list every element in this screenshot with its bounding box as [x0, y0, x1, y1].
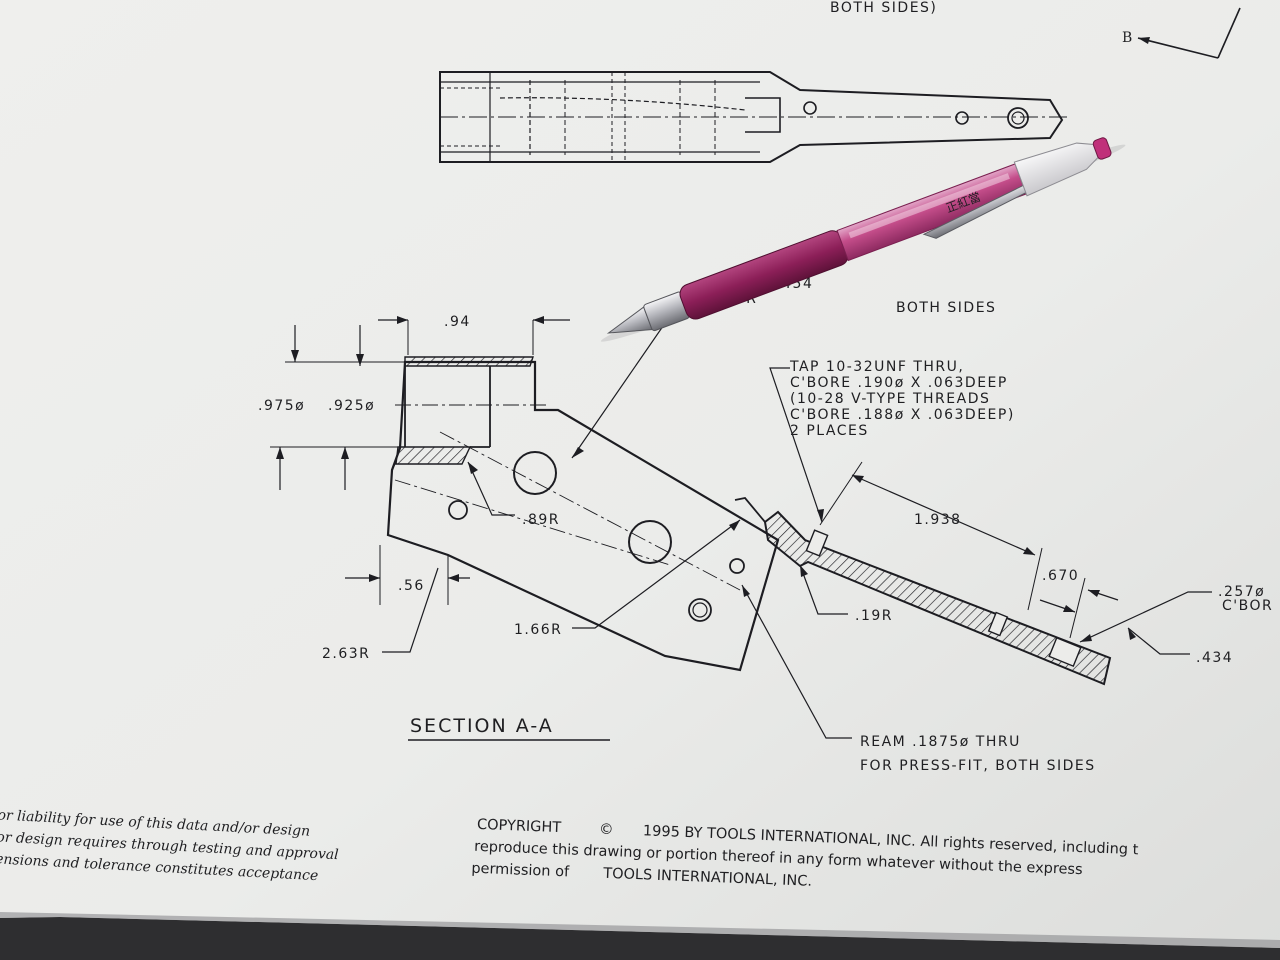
section-title: SECTION A-A: [410, 715, 554, 737]
dim-dia-925: .925ø: [328, 398, 375, 414]
copyright-symbol: ©: [599, 822, 614, 839]
dim-56: .56: [398, 578, 425, 594]
top-view-drawing: BOTH SIDES) B: [439, 0, 1241, 163]
note-tap-line3: (10-28 V-TYPE THREADS: [790, 391, 990, 407]
note-tap-line5: 2 PLACES: [790, 423, 869, 439]
note-ream-1875-line1: REAM .1875ø THRU: [860, 734, 1021, 750]
top-note-fragment: BOTH SIDES): [830, 0, 937, 16]
dim-434: .434: [1196, 650, 1233, 666]
dim-radius-263: 2.63R: [322, 646, 370, 662]
dim-1938: 1.938: [914, 512, 962, 528]
note-tap-line2: C'BORE .190ø X .063DEEP: [790, 375, 1008, 391]
dim-radius-166: 1.66R: [514, 622, 562, 638]
note-tap-line1: TAP 10-32UNF THRU,: [789, 359, 964, 375]
dim-width-94: .94: [444, 314, 471, 330]
pink-pen: 正紅當: [600, 137, 1126, 342]
note-tap-line4: C'BORE .188ø X .063DEEP): [790, 407, 1015, 423]
note-cbore-257-line1: .257ø: [1218, 584, 1265, 600]
note-ream-454-line3: BOTH SIDES: [896, 300, 996, 316]
copyright-label: COPYRIGHT: [477, 817, 562, 836]
dim-dia-975: .975ø: [258, 398, 305, 414]
note-ream-1875-line2: FOR PRESS-FIT, BOTH SIDES: [860, 758, 1096, 774]
table-edge: [0, 917, 1280, 960]
dim-radius-19: .19R: [855, 608, 893, 624]
dim-670: .670: [1042, 568, 1079, 584]
dim-radius-89: .89R: [522, 512, 560, 528]
section-a-a-drawing: .94 .975ø .925ø .56 2.63R .89R 1.66R .19…: [258, 276, 1273, 774]
section-marker-b: B: [1122, 30, 1132, 46]
copyright-line3-a: permission of: [471, 861, 570, 881]
note-cbore-257-line2: C'BOR: [1222, 598, 1273, 614]
